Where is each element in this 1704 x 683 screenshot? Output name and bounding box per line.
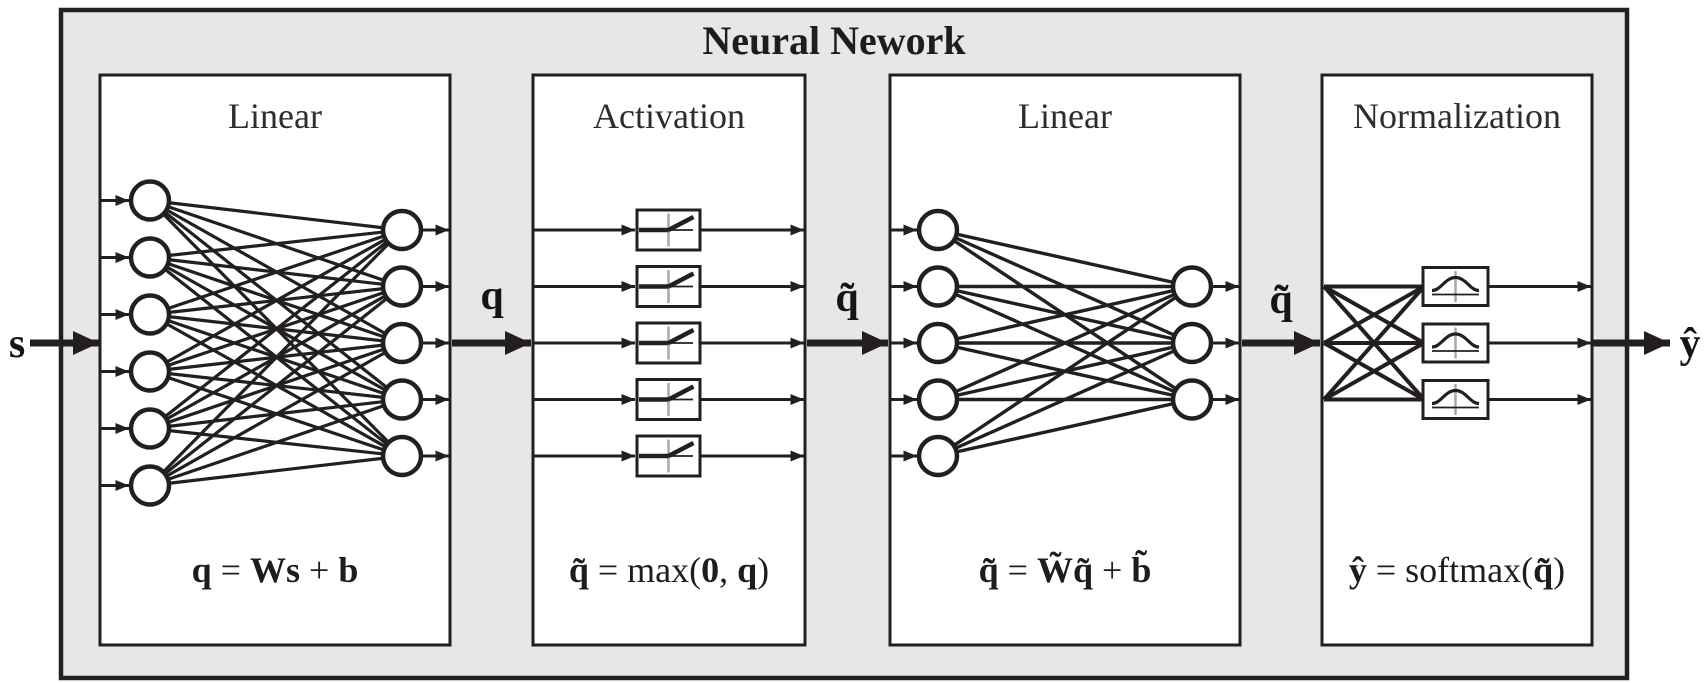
- neuron: [1170, 378, 1214, 421]
- neuron: [1170, 321, 1214, 365]
- relu-positive-segment: [667, 384, 695, 402]
- formula-part: =: [999, 550, 1037, 590]
- connection-line: [937, 397, 1193, 458]
- gaussian-curve: [1431, 275, 1480, 293]
- linear1-formula: q = Ws + b: [192, 550, 359, 590]
- relu-positive-segment: [667, 271, 695, 289]
- formula-part: Ws: [250, 550, 300, 590]
- normalization-formula: ŷ = softmax(q̃̃): [1349, 550, 1565, 590]
- formula-part: q̃̃: [1533, 550, 1553, 590]
- connection-line: [1323, 341, 1425, 402]
- connection-line: [149, 341, 403, 487]
- formula-part: q: [192, 550, 212, 590]
- connection-line: [149, 397, 403, 488]
- neuron: [380, 378, 424, 421]
- q-double-tilde-label: q̃̃: [1269, 277, 1292, 323]
- neuron: [128, 179, 172, 222]
- activation-title: Activation: [593, 96, 745, 136]
- output-y-label: ŷ: [1680, 321, 1701, 367]
- formula-part: =: [212, 550, 250, 590]
- connection-line: [149, 228, 403, 317]
- gaussian-curve: [1431, 332, 1480, 349]
- neuron: [128, 350, 172, 393]
- neuron: [128, 464, 172, 507]
- formula-part: ŷ: [1349, 550, 1367, 590]
- neuron: [380, 321, 424, 365]
- connection-line: [937, 284, 1193, 402]
- formula-part: q: [737, 550, 757, 590]
- connection-line: [149, 454, 403, 488]
- relu-positive-segment: [667, 441, 695, 458]
- connection-line: [149, 228, 403, 430]
- formula-part: = max(: [589, 550, 701, 590]
- neuron: [128, 407, 172, 450]
- input-s-label: s: [9, 321, 25, 367]
- gaussian-curve: [1431, 388, 1480, 406]
- formula-part: q̃̃: [979, 550, 999, 590]
- neuron: [916, 378, 960, 421]
- neuron: [380, 265, 424, 308]
- formula-part: W̃q̃: [1037, 550, 1093, 590]
- diagram-title: Neural Nework: [702, 18, 966, 63]
- network-graphics: [100, 179, 1591, 507]
- relu-positive-segment: [667, 215, 695, 232]
- formula-part: q̃: [569, 550, 589, 590]
- q-tilde-label: q̃: [835, 275, 858, 321]
- neuron: [128, 293, 172, 336]
- neuron: [380, 208, 424, 252]
- neuron: [916, 265, 960, 308]
- normalization-title: Normalization: [1353, 96, 1561, 136]
- connection-line: [1322, 285, 1426, 401]
- neuron: [380, 434, 424, 478]
- connection-line: [148, 228, 404, 487]
- linear1-title: Linear: [228, 96, 322, 136]
- connection-line: [1323, 284, 1425, 345]
- neuron: [916, 434, 960, 478]
- formula-part: b: [338, 550, 358, 590]
- connection-line: [937, 228, 1193, 289]
- connection-line: [149, 198, 403, 232]
- neuron: [1170, 265, 1214, 308]
- connection-line: [149, 285, 403, 487]
- activation-formula: q̃ = max(0, q): [569, 550, 769, 590]
- formula-part: +: [300, 550, 338, 590]
- formula-part: ,: [719, 550, 737, 590]
- connection-line: [149, 228, 403, 373]
- connection-line: [937, 341, 1193, 458]
- formula-part: = softmax(: [1367, 550, 1533, 590]
- formula-part: b̃: [1131, 549, 1151, 590]
- neuron: [916, 321, 960, 365]
- formula-part: ): [757, 550, 769, 590]
- formula-part: 0: [701, 550, 719, 590]
- connection-line: [937, 284, 1193, 345]
- relu-positive-segment: [667, 328, 695, 345]
- formula-part: +: [1093, 550, 1131, 590]
- linear2-title: Linear: [1018, 96, 1112, 136]
- connection-line: [937, 285, 1193, 458]
- q-label: q: [480, 273, 503, 319]
- formula-part: ): [1553, 550, 1565, 590]
- linear2-formula: q̃̃ = W̃q̃ + b̃: [979, 549, 1152, 590]
- neuron: [916, 208, 960, 252]
- connection-line: [149, 228, 403, 260]
- neuron: [128, 236, 172, 279]
